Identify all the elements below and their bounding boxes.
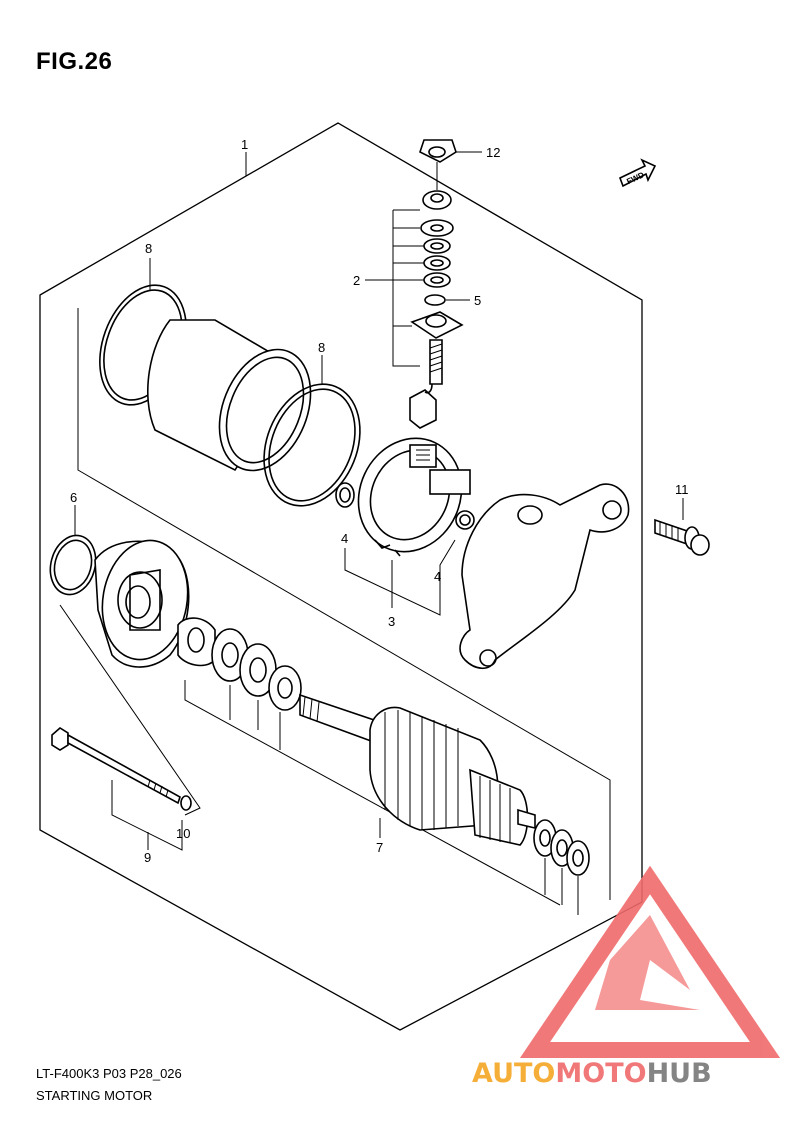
callout-9: 9 [144,850,151,865]
bolt-11 [654,518,710,556]
bracket-4 [344,539,456,616]
armature-7 [299,693,536,846]
bolt-guide-line [59,604,201,816]
thrust-washers [177,617,302,711]
rear-washers [533,819,590,876]
front-bracket [94,539,190,668]
brush-springs-4 [335,482,475,530]
bracket-2 [392,210,420,367]
callout-2: 2 [353,273,360,288]
washer-2c [423,255,451,271]
washer-2a [420,219,454,237]
drawing-name: STARTING MOTOR [36,1088,153,1103]
o-ring-8-right [263,383,361,507]
callout-8-right: 8 [318,340,325,355]
callout-4-left: 4 [341,531,348,546]
callout-7: 7 [376,840,383,855]
callout-6: 6 [70,490,77,505]
commutator [469,768,529,846]
watermark-logo: AUTOMOTOHUB [472,865,781,1089]
terminal-bolt [429,339,443,385]
brush-holder-3 [357,437,471,557]
o-ring-6 [49,534,97,596]
callout-11: 11 [675,482,689,497]
armature-group-frame [77,308,611,900]
callout-5: 5 [474,293,481,308]
callout-1: 1 [241,137,248,152]
terminal-stack [409,139,464,429]
armature-group-frame-lower [184,680,561,906]
callout-12: 12 [486,145,500,160]
callout-8-left: 8 [145,241,152,256]
brush-lead [409,389,437,429]
watermark-triangle-inner [595,915,700,1010]
rear-end-cover [459,483,630,670]
through-bolt-9 [51,727,192,811]
washer-2d [423,272,451,288]
callout-3: 3 [388,614,395,629]
svg-text:FWD: FWD [625,170,646,186]
yoke-end-inner [225,356,305,464]
callout-4-right: 4 [434,569,441,584]
o-ring-5 [424,294,446,306]
spring-4-left [335,482,355,508]
watermark-triangle [519,865,781,1058]
watermark-text: AUTOMOTOHUB [472,1058,712,1089]
bracket-9 [111,780,183,851]
callout-10: 10 [176,826,190,841]
o-ring-8-right-inner [268,388,356,502]
washer-10 [180,795,192,811]
drawing-code: LT-F400K3 P03 P28_026 [36,1066,182,1081]
nut-2 [422,190,452,210]
spring-4-right [455,510,475,530]
figure-title: FIG.26 [36,48,113,75]
washer-2b [423,238,451,254]
fwd-arrow: FWD [618,158,657,188]
nut-12 [419,139,457,163]
